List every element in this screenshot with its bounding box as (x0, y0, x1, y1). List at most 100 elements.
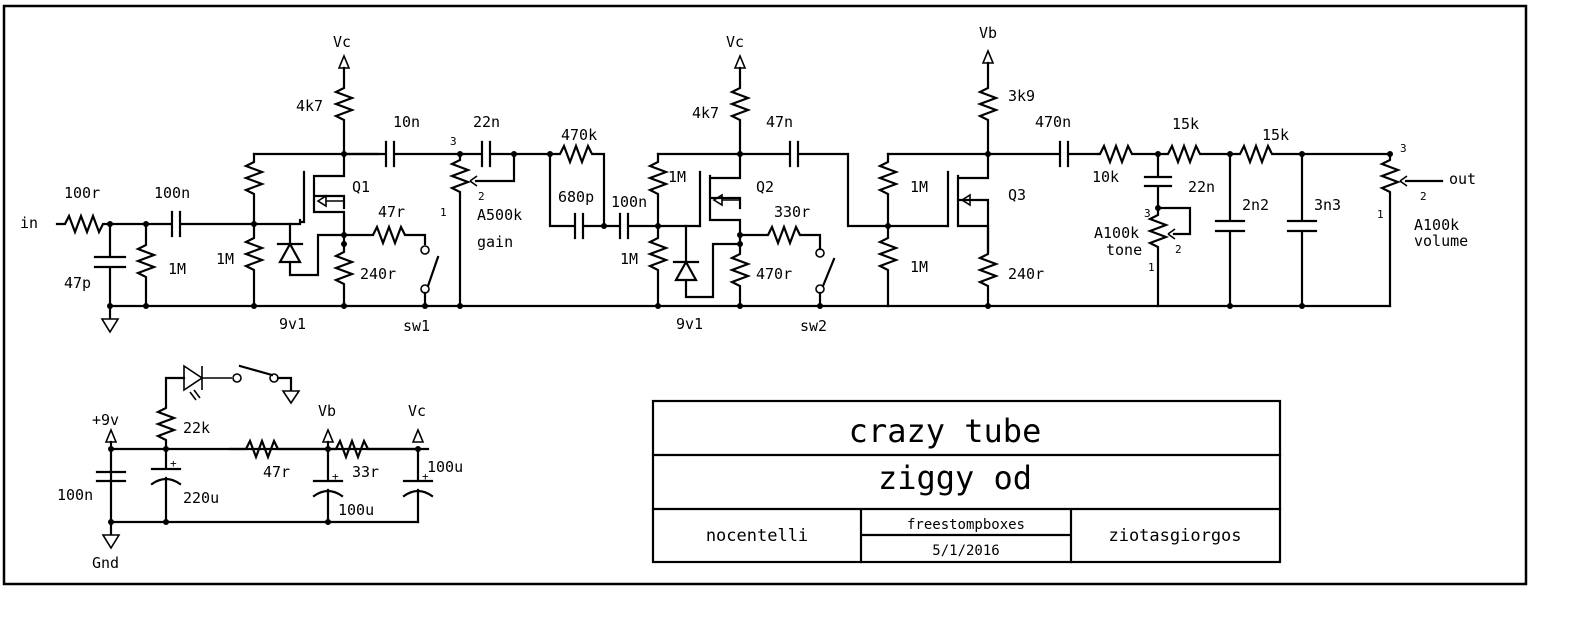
sw2-label: sw2 (800, 317, 827, 335)
q2-coupling-capacitor (602, 212, 660, 240)
q3-bias-low-resistor-label: 1M (910, 258, 928, 276)
vb-rail-label: Vb (318, 402, 336, 420)
wiper-arrow-icon (1399, 175, 1408, 187)
q1-bias-high-resistor (242, 152, 266, 226)
vc-rail-label: Vc (408, 402, 426, 420)
q3-bias-low-resistor (876, 224, 900, 308)
q1-bias-low-resistor-label: 1M (216, 250, 234, 268)
polarity-plus: + (422, 470, 429, 483)
power-switch[interactable] (232, 364, 301, 405)
output-label: out (1449, 170, 1476, 188)
filter-resistor-2 (1228, 142, 1304, 166)
sw2-switch[interactable] (815, 248, 836, 308)
q3-source-resistor-label: 240r (1008, 265, 1044, 283)
vb-rail-label: Vb (979, 24, 997, 42)
vb-arrow-icon (321, 427, 335, 443)
vb-arrow-icon (981, 48, 995, 64)
q2-bias-high-resistor (646, 152, 670, 228)
title-block: crazy tube ziggy od nocentelli freestomp… (651, 399, 1282, 564)
interstage-filter: 470k 680p 100n (512, 126, 660, 240)
interstage-resistor (548, 142, 606, 228)
bypass-capacitor (95, 470, 127, 483)
main-filter-capacitor (150, 447, 182, 524)
vb-filter-capacitor (312, 440, 344, 524)
gain-pot-pin1: 1 (440, 206, 447, 219)
input-coupling-capacitor-label: 100n (154, 184, 190, 202)
junction (341, 151, 347, 157)
tone-pot-pin1: 1 (1148, 261, 1155, 274)
sw1-label: sw1 (403, 317, 430, 335)
q1-output-capacitor (342, 140, 462, 168)
schematic-subtitle: ziggy od (878, 459, 1032, 497)
q1-bias-low-resistor (242, 222, 266, 308)
filter-resistor-1 (1156, 142, 1232, 166)
input-shunt-capacitor (93, 222, 127, 308)
plus9v-arrow-icon (104, 427, 118, 443)
stage-2: 1M 1M Vc 4k7 Q2 9v1 470r 330r sw2 (458, 33, 1392, 335)
volume-potentiometer[interactable] (1378, 152, 1402, 308)
filter-capacitor-2-label: 3n3 (1314, 196, 1341, 214)
vc-filter-capacitor (402, 447, 434, 524)
bright-capacitor (458, 140, 516, 168)
q2-bias-low-resistor-label: 1M (620, 250, 638, 268)
volume-section: 3 out 2 1 A100k volume (1300, 142, 1476, 308)
gain-pot-value: A500k (477, 206, 522, 224)
vb-filter-capacitor-label: 100u (338, 501, 374, 519)
q2-gain-resistor-label: 330r (774, 203, 810, 221)
gain-control: 3 2 1 A500k gain 22n (440, 113, 522, 309)
tone-wiper (1156, 206, 1192, 236)
pulldown-resistor-label: 1M (168, 260, 186, 278)
title-block-grid (651, 453, 1282, 564)
junction (985, 303, 991, 309)
volume-pot-pin3: 3 (1400, 142, 1407, 155)
schematic-title: crazy tube (849, 412, 1042, 450)
gain-pot-name: gain (477, 233, 513, 251)
vc-arrow-icon (411, 427, 425, 443)
interstage-capacitor-label: 680p (558, 188, 594, 206)
q2-mosfet (656, 152, 742, 240)
gain-pot-pin3: 3 (450, 135, 457, 148)
vc-rail-label: Vc (726, 33, 744, 51)
q2-output-capacitor-label: 47n (766, 113, 793, 131)
vc-rail-label: Vc (333, 33, 351, 51)
junction (817, 303, 823, 309)
tone-pot-pin2: 2 (1175, 243, 1182, 256)
junction (655, 303, 661, 309)
q2-drain-resistor (728, 66, 752, 156)
q1-gain-resistor-label: 47r (378, 203, 405, 221)
filter-resistor-1-label: 15k (1172, 115, 1199, 133)
tone-series-resistor (1096, 142, 1160, 166)
filter-resistor-2-label: 15k (1262, 126, 1289, 144)
tone-series-resistor-label: 10k (1092, 168, 1119, 186)
tone-potentiometer[interactable] (1146, 206, 1170, 308)
gain-potentiometer[interactable] (448, 152, 472, 308)
input-resistor-label: 100r (64, 184, 100, 202)
q3-output-capacitor (986, 140, 1100, 168)
q1-gain-resistor (342, 223, 427, 247)
q1-output-capacitor-label: 10n (393, 113, 420, 131)
junction (737, 303, 743, 309)
interstage-capacitor (548, 152, 606, 240)
tone-pot-value: A100k (1094, 224, 1139, 242)
ground-icon (100, 318, 120, 334)
q3-source-resistor (976, 224, 1000, 308)
vb-dropping-resistor (228, 437, 330, 461)
plus9v-label: +9v (92, 411, 119, 429)
input-resistor (55, 212, 112, 236)
q2-label: Q2 (756, 178, 774, 196)
polarity-plus: + (170, 457, 177, 470)
q3-output-capacitor-label: 470n (1035, 113, 1071, 131)
filter-capacitor-1 (1214, 152, 1246, 308)
wiper-arrow-icon (469, 175, 478, 187)
gain-pot-pin2: 2 (478, 190, 485, 203)
tone-capacitor-label: 22n (1188, 178, 1215, 196)
tone-pot-pin3: 3 (1144, 207, 1151, 220)
volume-pot-pin2: 2 (1420, 190, 1427, 203)
sw1-switch[interactable] (420, 245, 440, 308)
volume-pot-pin1: 1 (1377, 208, 1384, 221)
vc-filter-capacitor-label: 100u (427, 458, 463, 476)
pulldown-resistor (134, 222, 158, 308)
volume-pot-name: volume (1414, 232, 1468, 250)
led-resistor (154, 376, 186, 451)
q3-bias-high-resistor-label: 1M (910, 178, 928, 196)
